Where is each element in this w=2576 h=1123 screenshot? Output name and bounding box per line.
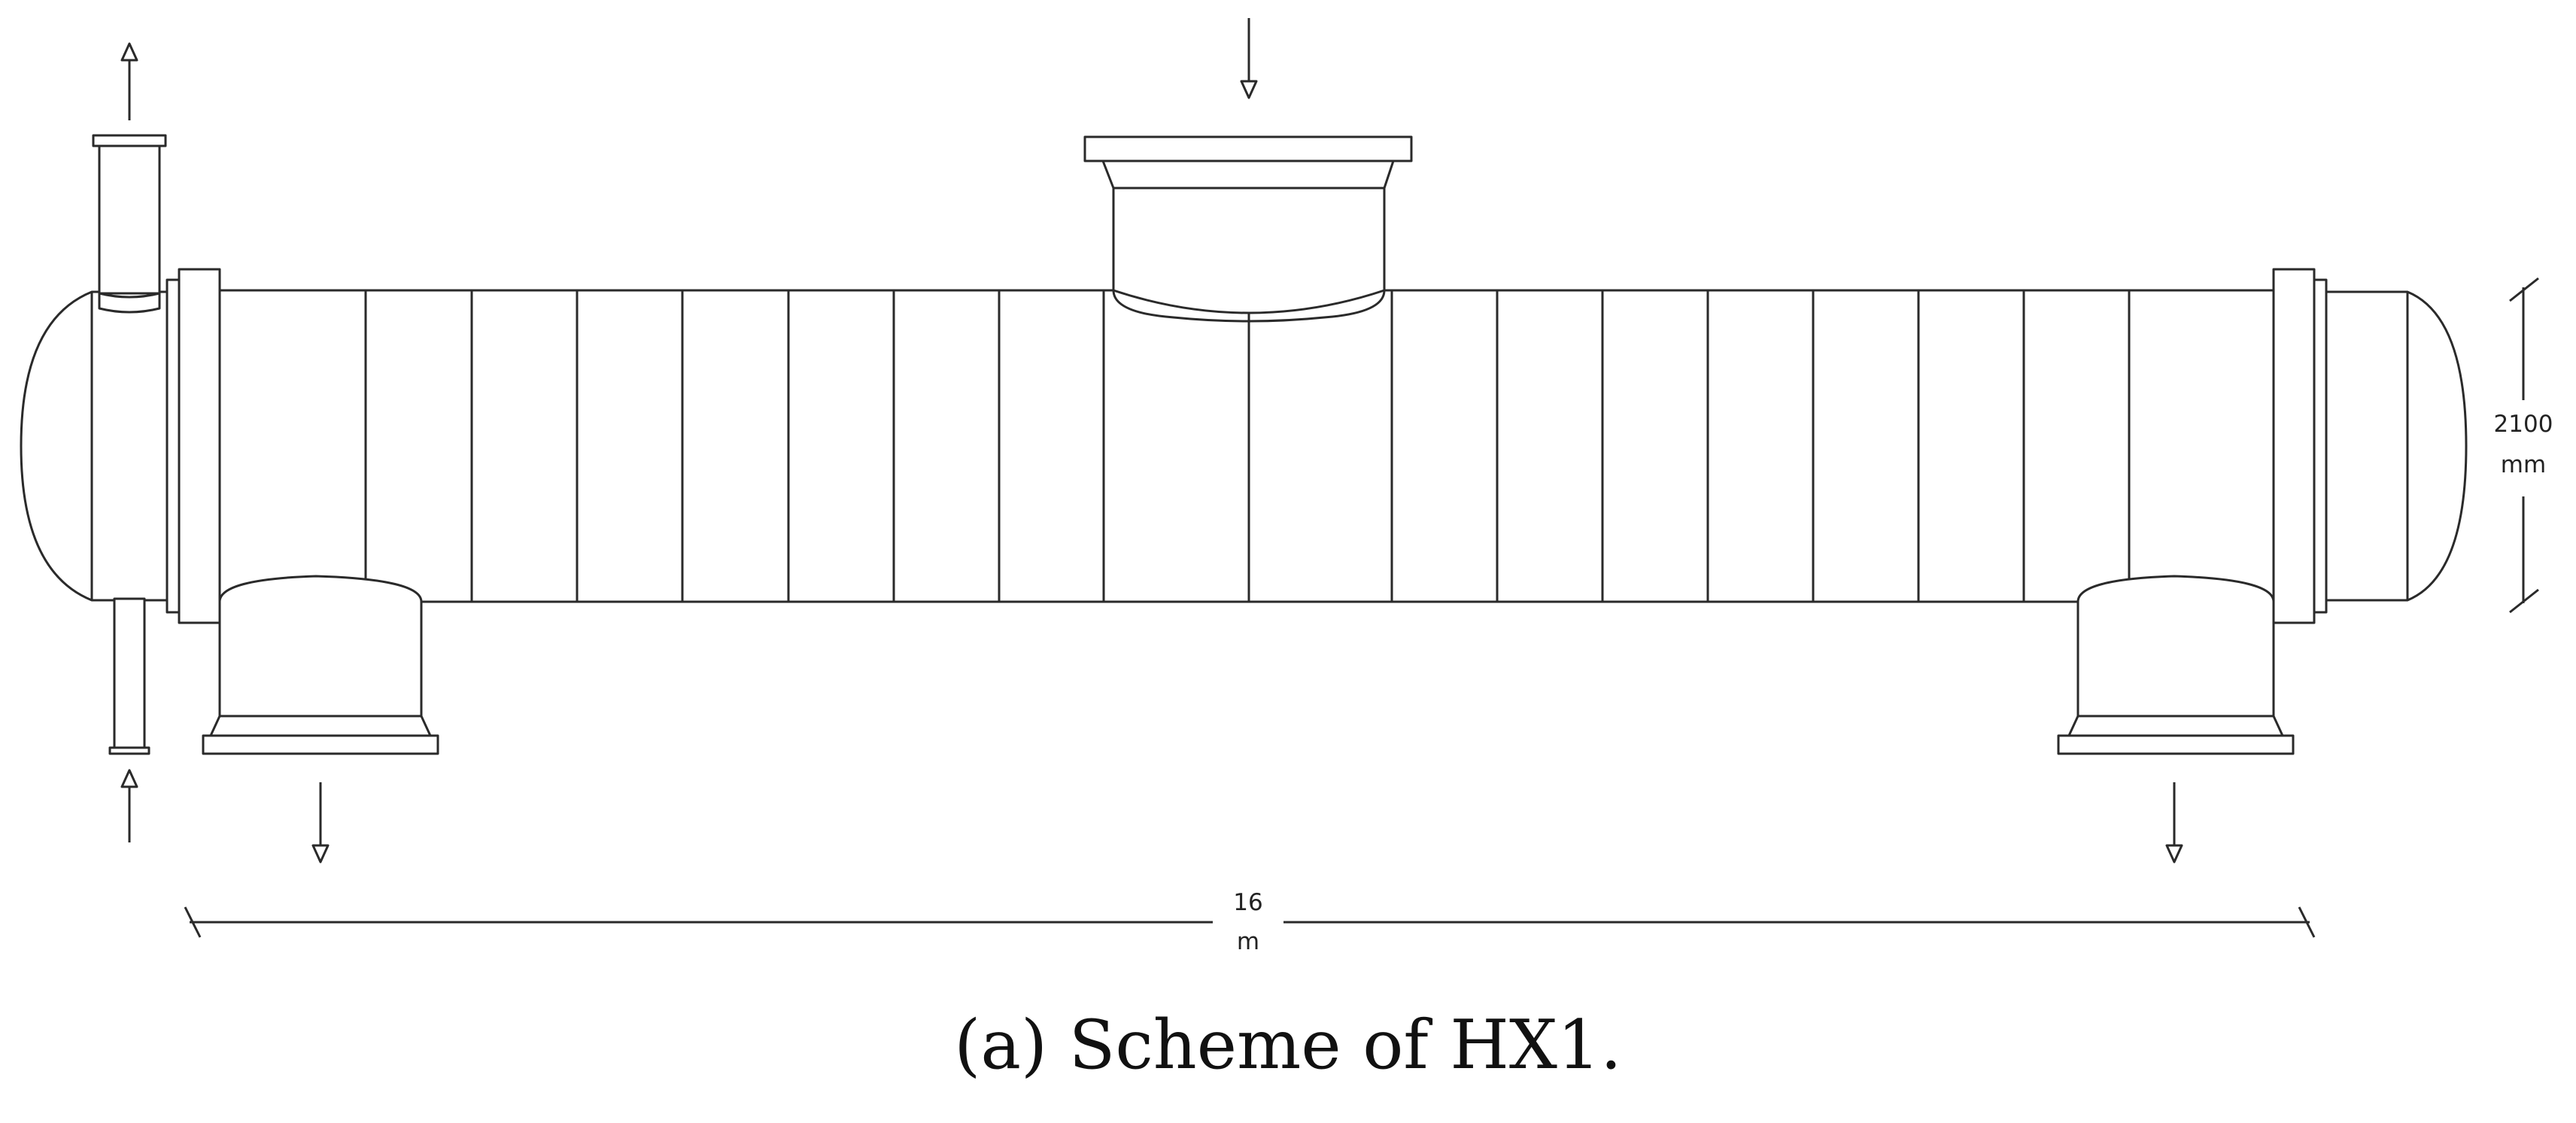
shell-inlet-nozzle (1083, 135, 1413, 323)
left-flange (166, 268, 221, 624)
heat-exchanger-drawing: 2100 mm 16 m (20, 18, 2553, 955)
height-value: 2100 (2494, 411, 2553, 438)
tube-outlet-nozzle (92, 134, 167, 314)
shell-outlet-arrow-right (2165, 782, 2183, 863)
right-flange (2272, 268, 2328, 624)
shell-outlet-nozzle-right (2057, 575, 2295, 755)
shell-segment-lines (364, 290, 2131, 602)
length-unit: m (1237, 928, 1259, 955)
height-unit: mm (2501, 451, 2546, 478)
left-channel-head (20, 290, 169, 602)
shell-body (218, 289, 2275, 603)
length-dimension: 16 m (184, 889, 2316, 955)
right-end-cap (2325, 290, 2468, 602)
figure-caption: (a) Scheme of HX1. (954, 1006, 1622, 1085)
tube-inlet-arrow (120, 769, 138, 842)
tube-inlet-nozzle (108, 597, 150, 755)
tube-outlet-arrow (120, 42, 138, 120)
shell-outlet-arrow-left (311, 782, 330, 863)
shell-outlet-nozzle-left (202, 575, 439, 755)
shell-inlet-arrow (1240, 18, 1258, 99)
height-dimension: 2100 mm (2494, 277, 2553, 614)
length-value: 16 (1233, 889, 1262, 916)
